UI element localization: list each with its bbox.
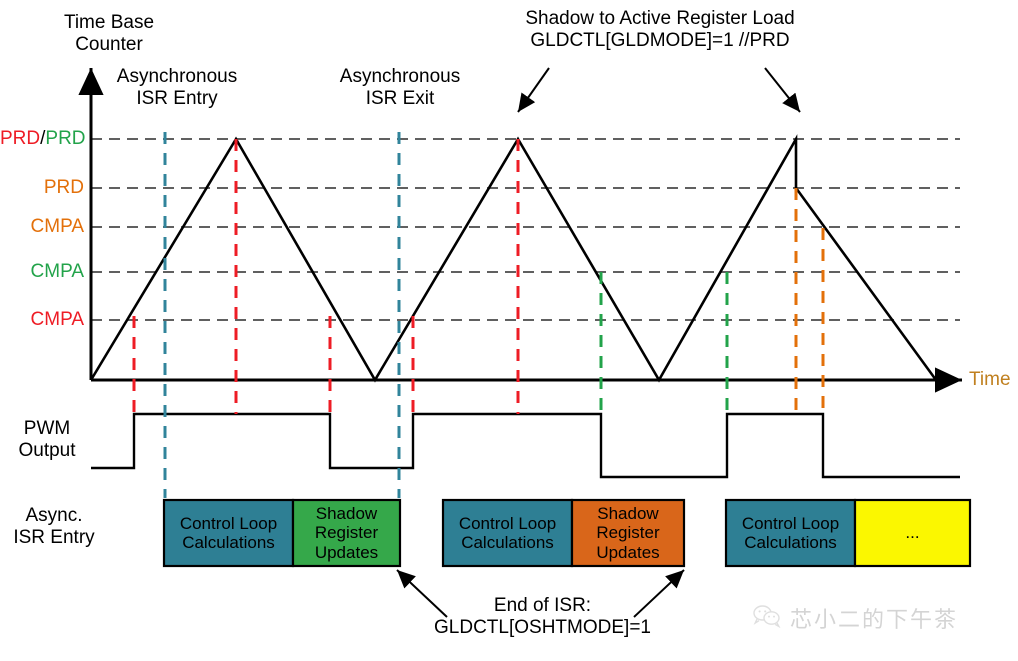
pwm-output-waveform: [91, 412, 960, 479]
callout-arrow-shadow-load-left: [517, 67, 550, 113]
y-tick-label-prd-orange: PRD: [0, 177, 84, 199]
gridline-group: [91, 138, 960, 321]
callout-arrow-end-of-isr-left: [396, 569, 448, 618]
y-tick-label-cmpa-red: CMPA: [0, 309, 84, 331]
watermark: 芯小二的下午茶: [752, 602, 958, 634]
time-base-counter-waveform: [89, 134, 960, 383]
annotation-isr-entry: Asynchronous ISR Entry: [116, 66, 238, 109]
y-tick-text-cmpa-orange: CMPA: [30, 216, 84, 237]
y-tick-label-cmpa-orange: CMPA: [0, 216, 84, 238]
row-label-async-isr-entry: Async. ISR Entry: [13, 505, 95, 548]
y-tick-part-prd-green: PRD: [45, 128, 86, 149]
isr-block-group-1: [162, 498, 402, 568]
event-marker-group: [132, 132, 825, 498]
y-tick-part-prd-red: PRD: [0, 128, 41, 149]
isr-block-group-3: [724, 498, 972, 568]
callout-arrow-end-of-isr-right: [633, 569, 685, 618]
y-tick-label-prd-prd: PRD/PRD: [0, 128, 86, 150]
y-tick-text-prd-orange: PRD: [43, 177, 84, 198]
y-tick-part-slash: /: [40, 128, 46, 149]
y-tick-text-cmpa-red: CMPA: [30, 309, 84, 330]
y-tick-text-cmpa-green: CMPA: [30, 261, 84, 282]
row-label-pwm-output: PWM Output: [18, 418, 76, 461]
watermark-text: 芯小二的下午茶: [790, 608, 959, 633]
isr-block-shadow-register-updates-2[interactable]: [570, 498, 686, 568]
isr-block-control-loop-calculations-3[interactable]: [724, 498, 857, 568]
isr-block-control-loop-calculations-1[interactable]: [162, 498, 295, 568]
counter-axis-title: Time Base Counter: [63, 12, 155, 55]
callout-arrow-shadow-load-right: [764, 67, 801, 113]
isr-block-continuation-placeholder[interactable]: [853, 498, 972, 568]
time-axis-label: Time: [969, 369, 1011, 390]
y-tick-label-cmpa-green: CMPA: [0, 261, 84, 283]
annotation-end-of-isr: End of ISR: GLDCTL[OSHTMODE]=1: [434, 595, 651, 638]
annotation-shadow-to-active-register-load: Shadow to Active Register Load GLDCTL[GL…: [525, 8, 795, 51]
isr-block-control-loop-calculations-2[interactable]: [441, 498, 574, 568]
annotation-isr-exit: Asynchronous ISR Exit: [339, 66, 461, 109]
isr-block-group-2: [441, 498, 686, 568]
wechat-icon: [752, 604, 782, 633]
isr-block-shadow-register-updates-1[interactable]: [291, 498, 402, 568]
